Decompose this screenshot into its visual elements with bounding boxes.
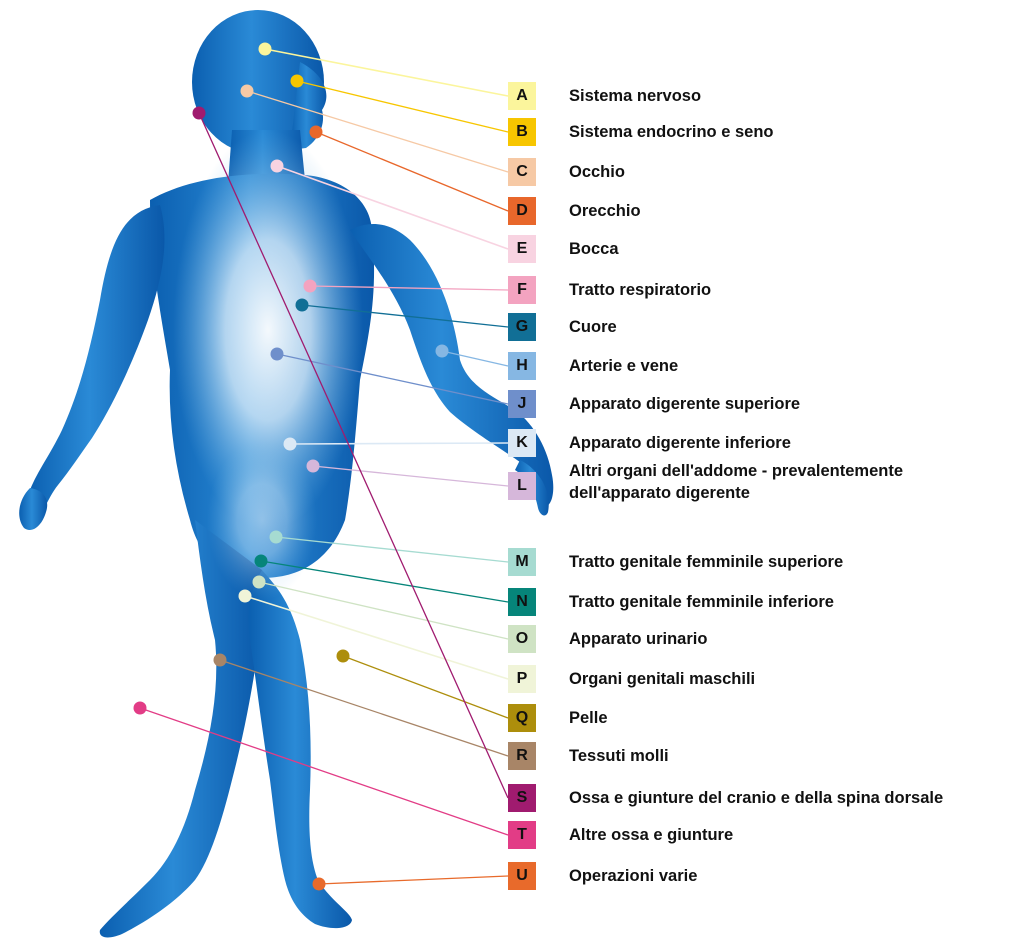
legend-key-j: J xyxy=(508,390,536,418)
legend-key-g: G xyxy=(508,313,536,341)
legend-key-s: S xyxy=(508,784,536,812)
legend-key-r: R xyxy=(508,742,536,770)
marker-dot-s xyxy=(193,107,206,120)
legend-label-o: Apparato urinario xyxy=(569,628,707,650)
legend-label-g: Cuore xyxy=(569,316,617,338)
legend-label-r: Tessuti molli xyxy=(569,745,669,767)
marker-dot-o xyxy=(253,576,266,589)
legend-key-k: K xyxy=(508,429,536,457)
marker-dot-e xyxy=(271,160,284,173)
legend-label-n: Tratto genitale femminile inferiore xyxy=(569,591,834,613)
legend-label-m: Tratto genitale femminile superiore xyxy=(569,551,843,573)
marker-dot-p xyxy=(239,590,252,603)
legend-label-c: Occhio xyxy=(569,161,625,183)
marker-dot-q xyxy=(337,650,350,663)
marker-dot-h xyxy=(436,345,449,358)
legend-key-f: F xyxy=(508,276,536,304)
leader-line-u xyxy=(319,876,508,884)
legend-label-a: Sistema nervoso xyxy=(569,85,701,107)
legend-key-a: A xyxy=(508,82,536,110)
legend-label-t: Altre ossa e giunture xyxy=(569,824,733,846)
marker-dot-j xyxy=(271,348,284,361)
legend-key-c: C xyxy=(508,158,536,186)
legend-key-l: L xyxy=(508,472,536,500)
marker-dot-b xyxy=(291,75,304,88)
legend-item-q: QPelle xyxy=(508,704,536,732)
legend-key-u: U xyxy=(508,862,536,890)
marker-dot-c xyxy=(241,85,254,98)
marker-dot-t xyxy=(134,702,147,715)
leader-line-k xyxy=(290,443,508,444)
marker-dot-m xyxy=(270,531,283,544)
marker-dot-u xyxy=(313,878,326,891)
legend-key-p: P xyxy=(508,665,536,693)
marker-dot-k xyxy=(284,438,297,451)
legend-key-e: E xyxy=(508,235,536,263)
legend-label-p: Organi genitali maschili xyxy=(569,668,755,690)
legend-key-m: M xyxy=(508,548,536,576)
legend-key-d: D xyxy=(508,197,536,225)
legend-key-b: B xyxy=(508,118,536,146)
marker-dot-n xyxy=(255,555,268,568)
legend-label-e: Bocca xyxy=(569,238,619,260)
legend-key-o: O xyxy=(508,625,536,653)
marker-dot-f xyxy=(304,280,317,293)
legend-label-u: Operazioni varie xyxy=(569,865,697,887)
legend-key-q: Q xyxy=(508,704,536,732)
legend-key-h: H xyxy=(508,352,536,380)
legend-label-d: Orecchio xyxy=(569,200,641,222)
legend-label-f: Tratto respiratorio xyxy=(569,279,711,301)
marker-dot-d xyxy=(310,126,323,139)
legend-label-l: Altri organi dell'addome - prevalentemen… xyxy=(569,460,989,504)
marker-dot-l xyxy=(307,460,320,473)
leader-line-b xyxy=(297,81,508,132)
marker-dot-r xyxy=(214,654,227,667)
legend-label-q: Pelle xyxy=(569,707,608,729)
legend-label-k: Apparato digerente inferiore xyxy=(569,432,791,454)
legend-key-t: T xyxy=(508,821,536,849)
legend-label-s: Ossa e giunture del cranio e della spina… xyxy=(569,787,943,809)
marker-dot-g xyxy=(296,299,309,312)
legend-label-b: Sistema endocrino e seno xyxy=(569,121,773,143)
legend-label-h: Arterie e vene xyxy=(569,355,678,377)
leader-line-n xyxy=(261,561,508,602)
marker-dot-a xyxy=(259,43,272,56)
legend-key-n: N xyxy=(508,588,536,616)
legend-label-j: Apparato digerente superiore xyxy=(569,393,800,415)
